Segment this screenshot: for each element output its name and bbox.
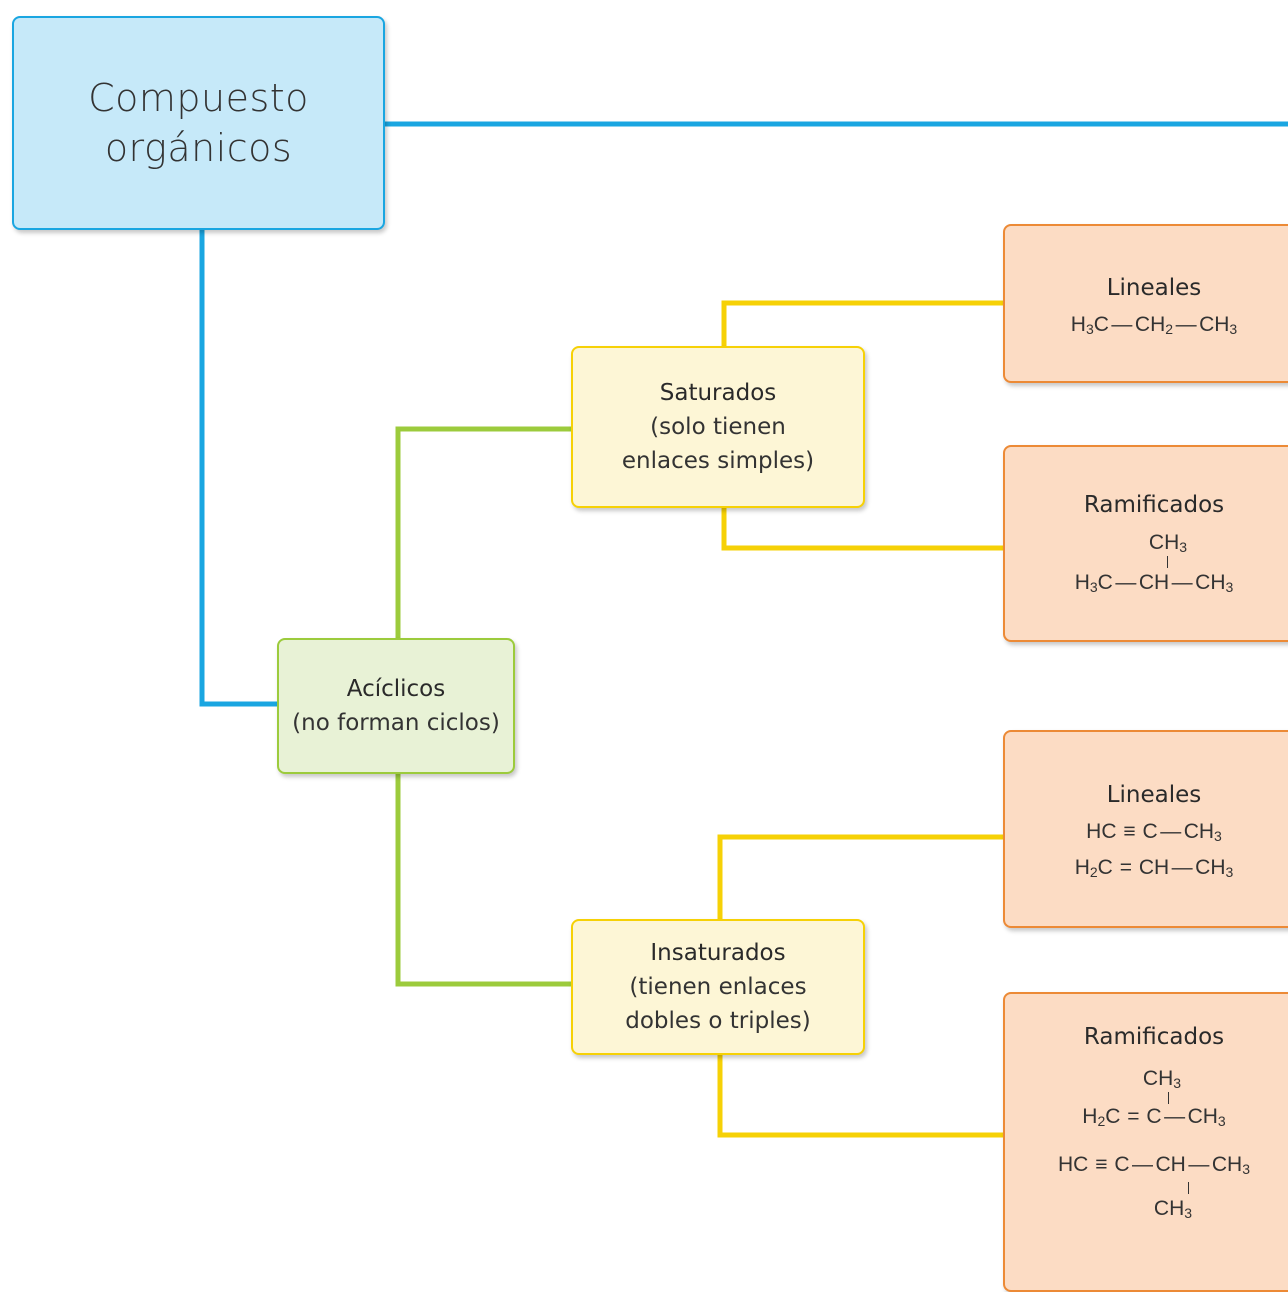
sat-lineales-title: Lineales: [1106, 274, 1202, 301]
sat-ramificados-node: Ramificados CH3 H3C—CH—CH3: [1003, 445, 1288, 642]
sat-ramificados-formula: CH3 H3C—CH—CH3: [1074, 530, 1234, 595]
ins-lineales-title: Lineales: [1106, 782, 1202, 808]
aciclicos-to-saturados-line: [395, 426, 571, 638]
insaturados-to-lineales-line: [717, 834, 1003, 919]
insaturados-to-ramificados-line: [717, 1055, 1003, 1138]
sat-lineales-node: Lineales H3C—CH2—CH3: [1003, 224, 1288, 383]
ins-lineales-node: Lineales HC≡C—CH3 H2C=CH—CH3: [1003, 730, 1288, 928]
saturados-title: Saturados: [659, 380, 777, 406]
aciclicos-to-insaturados-line: [395, 774, 571, 987]
saturados-to-ramificados-line: [721, 508, 1003, 551]
root-title-line2: orgánicos: [104, 126, 293, 170]
insaturados-title: Insaturados: [650, 940, 786, 966]
aciclicos-desc: (no forman ciclos): [292, 710, 500, 736]
root-to-aciclicos-line: [199, 230, 277, 707]
root-node: Compuesto orgánicos: [12, 16, 385, 230]
saturados-to-lineales-line: [721, 300, 1003, 346]
insaturados-desc-line1: (tienen enlaces: [629, 974, 807, 1000]
ins-lineales-formula-alkyne: HC≡C—CH3: [1086, 820, 1222, 844]
root-title-line1: Compuesto: [88, 76, 309, 120]
ins-ramificados-node: Ramificados CH3 H2C=C—CH3 HC≡C—CH—CH3 CH…: [1003, 992, 1288, 1292]
sat-ramificados-title: Ramificados: [1083, 491, 1225, 518]
aciclicos-title: Acíclicos: [346, 676, 446, 702]
ins-ramificados-formula-alkyne: HC≡C—CH—CH3 CH3: [1058, 1153, 1250, 1221]
ins-ramificados-title: Ramificados: [1083, 1024, 1225, 1050]
saturados-desc-line1: (solo tienen: [650, 414, 786, 440]
ins-ramificados-formula-alkene: CH3 H2C=C—CH3: [1082, 1067, 1226, 1129]
saturados-node: Saturados (solo tienen enlaces simples): [571, 346, 865, 508]
insaturados-node: Insaturados (tienen enlaces dobles o tri…: [571, 919, 865, 1055]
aciclicos-node: Acíclicos (no forman ciclos): [277, 638, 515, 774]
ins-lineales-formula-alkene: H2C=CH—CH3: [1074, 856, 1234, 880]
sat-lineales-formula: H3C—CH2—CH3: [1070, 312, 1238, 337]
insaturados-desc-line2: dobles o triples): [625, 1008, 811, 1034]
saturados-desc-line2: enlaces simples): [621, 448, 815, 474]
